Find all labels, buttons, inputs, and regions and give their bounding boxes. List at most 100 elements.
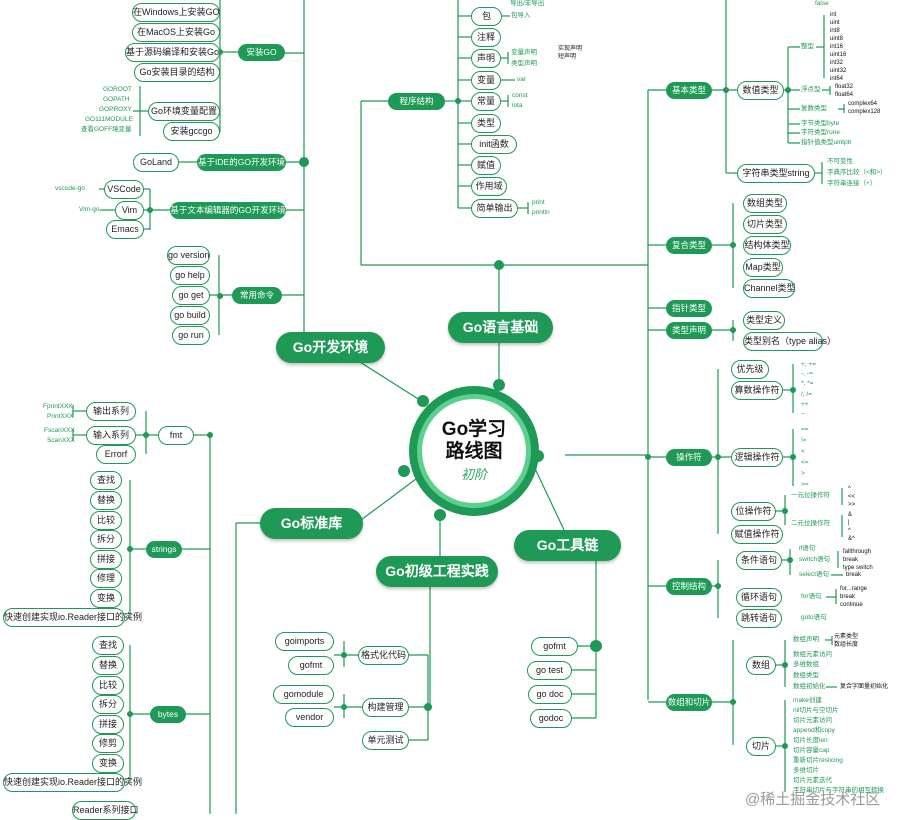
- branch-toolchain[interactable]: Go工具链: [514, 530, 621, 561]
- branch-stdlib[interactable]: Go标准库: [260, 508, 363, 539]
- type-definition[interactable]: 类型定义: [743, 311, 785, 330]
- bytes-split[interactable]: 拆分: [92, 695, 124, 714]
- composite-types-node[interactable]: 复合类型: [666, 237, 712, 254]
- operators-node[interactable]: 操作符: [666, 449, 712, 466]
- op-bitwise[interactable]: 位操作符: [731, 502, 776, 521]
- ps-type[interactable]: 类型: [471, 114, 501, 133]
- env-var-config[interactable]: Go环境变量配置: [148, 102, 220, 121]
- strings-replace[interactable]: 替换: [90, 491, 122, 510]
- ps-scope[interactable]: 作用域: [471, 177, 507, 196]
- strings-compare[interactable]: 比较: [90, 511, 122, 530]
- goland[interactable]: GoLand: [133, 153, 179, 172]
- ps-declaration[interactable]: 声明: [471, 49, 501, 68]
- slice-node[interactable]: 切片: [746, 737, 776, 756]
- ps-assignment[interactable]: 赋值: [471, 156, 501, 175]
- format-code-node[interactable]: 格式化代码: [358, 646, 409, 665]
- strings-join[interactable]: 拼接: [90, 550, 122, 569]
- common-cmd-node[interactable]: 常用命令: [232, 287, 282, 304]
- array-node[interactable]: 数组: [746, 656, 776, 675]
- ps-package[interactable]: 包: [471, 7, 502, 26]
- string-type-node[interactable]: 字符串类型string: [737, 164, 815, 183]
- install-gccgo[interactable]: 安装gccgo: [163, 122, 220, 141]
- type-alias[interactable]: 类型别名（type alias）: [743, 332, 836, 351]
- bytes-join[interactable]: 拼接: [92, 715, 124, 734]
- bytes-compare[interactable]: 比较: [92, 676, 124, 695]
- strings-trim[interactable]: 修理: [90, 569, 122, 588]
- op-logical[interactable]: 逻辑操作符: [731, 448, 783, 467]
- branch-dev-env[interactable]: Go开发环境: [276, 332, 385, 363]
- struct-type[interactable]: 结构体类型: [743, 236, 791, 255]
- cmd-go-get[interactable]: go get: [172, 286, 210, 305]
- op-precedence[interactable]: 优先级: [731, 360, 769, 379]
- jump-statement[interactable]: 跳转语句: [736, 609, 782, 628]
- install-dir-structure[interactable]: Go安装目录的结构: [134, 63, 220, 82]
- bytes-node[interactable]: bytes: [150, 706, 186, 723]
- unit-test-node[interactable]: 单元测试: [362, 731, 409, 750]
- map-type[interactable]: Map类型: [743, 258, 783, 277]
- array-slice-node[interactable]: 数组和切片: [666, 694, 712, 711]
- bytes-reader[interactable]: 快速创建实现io.Reader接口的实例: [3, 773, 142, 792]
- install-go-node[interactable]: 安装GO: [238, 44, 285, 61]
- editor-vim[interactable]: Vim: [115, 201, 144, 220]
- basic-types-node[interactable]: 基本类型: [666, 82, 712, 99]
- ps-comment[interactable]: 注释: [471, 28, 501, 47]
- editor-vscode[interactable]: VSCode: [104, 180, 144, 199]
- strings-reader[interactable]: 快速创建实现io.Reader接口的实例: [3, 608, 142, 627]
- cmd-go-build[interactable]: go build: [170, 306, 210, 325]
- tool-vendor[interactable]: vendor: [285, 708, 334, 727]
- bytes-trim[interactable]: 修剪: [92, 734, 124, 753]
- type-decl-node[interactable]: 类型声明: [666, 322, 712, 339]
- decl-sub-short: 短声明: [558, 54, 577, 60]
- strings-transform[interactable]: 变换: [90, 589, 122, 608]
- tool-gofmt[interactable]: gofmt: [531, 637, 578, 656]
- slice-type[interactable]: 切片类型: [743, 215, 787, 234]
- strings-node[interactable]: strings: [146, 541, 182, 558]
- strings-split[interactable]: 拆分: [90, 530, 122, 549]
- tool-godoc[interactable]: godoc: [530, 709, 572, 728]
- fmt-errorf[interactable]: Errorf: [96, 445, 136, 464]
- ide-env-node[interactable]: 基于IDE的GO开发环境: [197, 154, 286, 171]
- control-structure-node[interactable]: 控制结构: [666, 578, 712, 595]
- cmd-go-run[interactable]: go run: [172, 326, 210, 345]
- fmt-node[interactable]: fmt: [158, 426, 194, 445]
- array-type[interactable]: 数组类型: [743, 194, 787, 213]
- pkg-import-leaf: 包导入: [511, 12, 531, 19]
- cmd-go-version[interactable]: go version: [167, 246, 210, 265]
- bytes-find[interactable]: 查找: [92, 636, 124, 655]
- build-mgmt-node[interactable]: 构建管理: [362, 698, 409, 717]
- tool-goimports[interactable]: goimports: [275, 632, 334, 651]
- tool-go-doc[interactable]: go doc: [528, 685, 572, 704]
- io-reader-interfaces[interactable]: Reader系列接口: [72, 801, 139, 820]
- bytes-transform[interactable]: 变换: [92, 754, 124, 773]
- ps-init-func[interactable]: init函数: [471, 135, 517, 154]
- bit-unary-op-2: <<: [848, 494, 856, 500]
- loop-statement[interactable]: 循环语句: [736, 588, 782, 607]
- ps-simple-output[interactable]: 简单输出: [471, 199, 518, 218]
- editor-emacs[interactable]: Emacs: [106, 220, 144, 239]
- ps-constant[interactable]: 常量: [471, 92, 501, 111]
- install-windows[interactable]: 在Windows上安装GO: [132, 3, 220, 22]
- program-structure-node[interactable]: 程序结构: [388, 93, 445, 110]
- fmt-output[interactable]: 输出系列: [86, 402, 136, 421]
- editor-env-node[interactable]: 基于文本编辑器的GO开发环境: [170, 202, 286, 219]
- tool-gomodule[interactable]: gomodule: [273, 685, 334, 704]
- channel-type[interactable]: Channel类型: [743, 279, 796, 298]
- cond-statement[interactable]: 条件语句: [736, 551, 782, 570]
- fmt-input[interactable]: 输入系列: [86, 426, 136, 445]
- branch-lang-basic[interactable]: Go语言基础: [448, 312, 553, 343]
- install-macos[interactable]: 在MacOS上安装Go: [132, 23, 220, 42]
- op-assignment[interactable]: 赋值操作符: [731, 525, 783, 544]
- pointer-type-node[interactable]: 指针类型: [666, 300, 712, 317]
- numeric-types-node[interactable]: 数值类型: [737, 81, 784, 100]
- strings-find[interactable]: 查找: [90, 471, 122, 490]
- tool-go-test[interactable]: go test: [527, 661, 572, 680]
- op-arithmetic[interactable]: 算数操作符: [731, 381, 783, 400]
- tool-gofmt-eng[interactable]: gofmt: [288, 656, 334, 675]
- install-from-source[interactable]: 基于源码编译和安装Go: [125, 43, 220, 62]
- branch-engineering[interactable]: Go初级工程实践: [376, 556, 498, 587]
- cmd-go-help[interactable]: go help: [170, 266, 210, 285]
- bytes-replace[interactable]: 替换: [92, 656, 124, 675]
- ps-variable[interactable]: 变量: [471, 71, 501, 90]
- for-stmt-leaf: for语句: [801, 593, 822, 600]
